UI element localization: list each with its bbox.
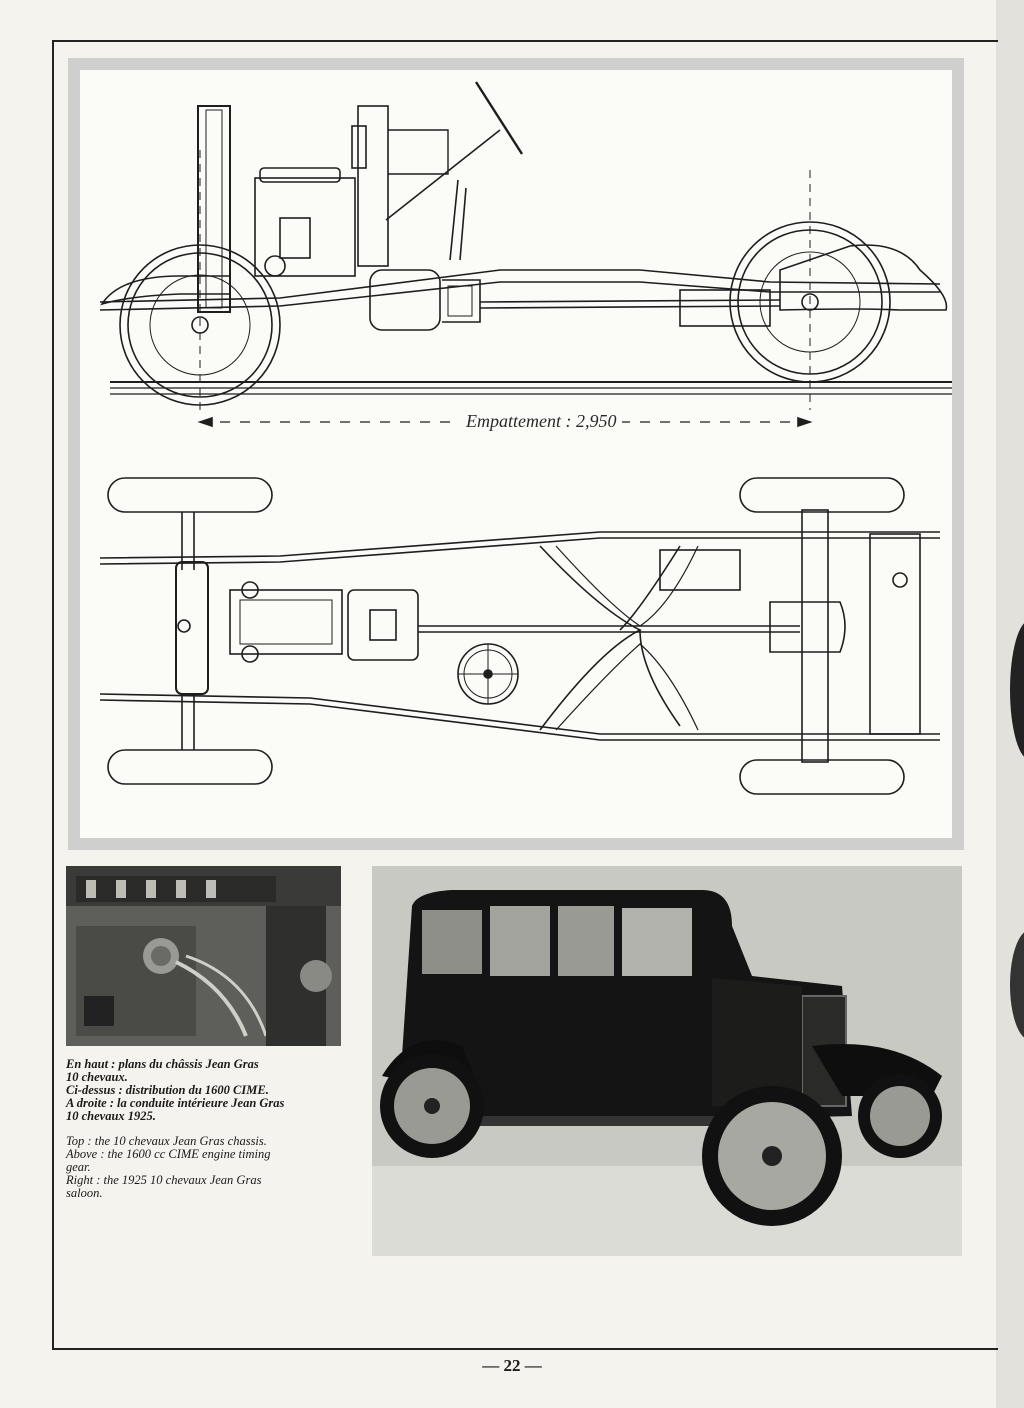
caption-french-line: En haut : plans du châssis Jean Gras bbox=[66, 1057, 259, 1071]
caption-french-line: 10 chevaux 1925. bbox=[66, 1109, 156, 1123]
engine-timing-photo bbox=[66, 866, 341, 1046]
saloon-car-photo bbox=[372, 866, 962, 1256]
chassis-plan-figure: Empattement : 2,950 bbox=[68, 58, 964, 850]
page-number: — 22 — bbox=[482, 1356, 542, 1375]
adjacent-page-edge bbox=[996, 0, 1024, 1408]
plan-view bbox=[99, 477, 940, 795]
caption-english-line: Top : the 10 chevaux Jean Gras chassis. bbox=[66, 1134, 267, 1148]
caption-english-line: saloon. bbox=[66, 1186, 103, 1200]
caption-english-line: gear. bbox=[66, 1160, 91, 1174]
wheelbase-dimension-label: Empattement : 2,950 bbox=[460, 411, 623, 432]
figure-caption: En haut : plans du châssis Jean Gras 10 … bbox=[66, 1058, 346, 1200]
caption-english-line: Above : the 1600 cc CIME engine timing bbox=[66, 1147, 271, 1161]
caption-french-line: 10 chevaux. bbox=[66, 1070, 128, 1084]
caption-french: En haut : plans du châssis Jean Gras 10 … bbox=[66, 1058, 346, 1123]
caption-french-line: Ci-dessus : distribution du 1600 CIME. bbox=[66, 1083, 269, 1097]
caption-french-line: A droite : la conduite intérieure Jean G… bbox=[66, 1096, 285, 1110]
caption-english-line: Right : the 1925 10 chevaux Jean Gras bbox=[66, 1173, 262, 1187]
caption-english: Top : the 10 chevaux Jean Gras chassis. … bbox=[66, 1135, 346, 1200]
side-elevation bbox=[99, 81, 952, 428]
chassis-drawing bbox=[99, 81, 952, 795]
page-border bbox=[52, 40, 998, 1350]
